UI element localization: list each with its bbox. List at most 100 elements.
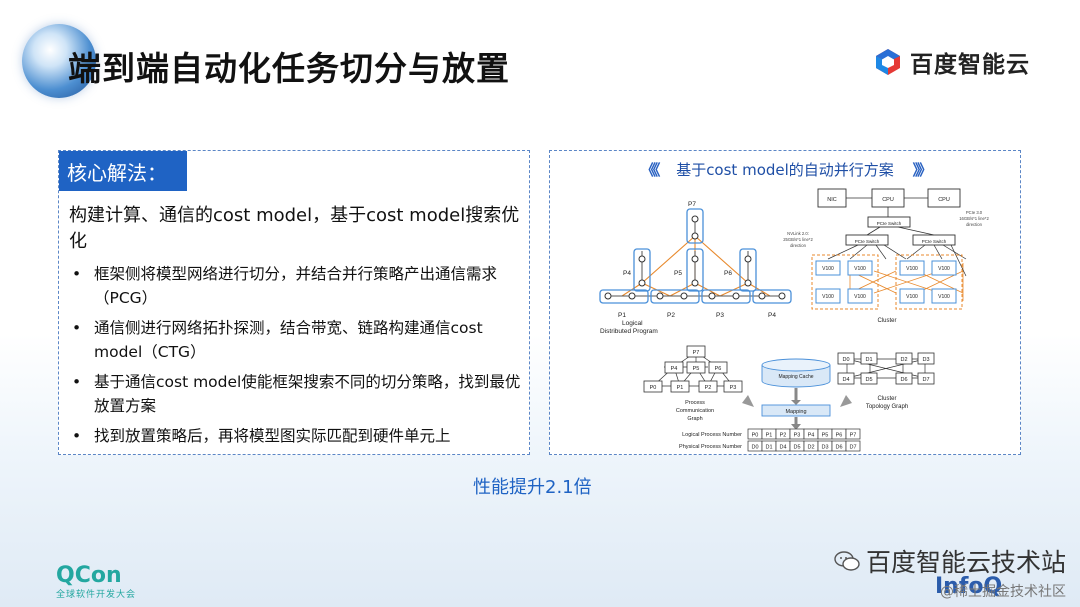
pcie-note-3: direction <box>966 222 982 227</box>
baidu-cloud-logo-icon <box>876 49 900 75</box>
pcg-p0: P0 <box>650 385 657 391</box>
pcg-p4: P4 <box>671 366 678 372</box>
v100-3: V100 <box>822 294 834 300</box>
ctg-d1: D1 <box>865 357 872 363</box>
auto-parallel-panel: 《《 基于cost model的自动并行方案 》》 <box>549 150 1021 455</box>
ctg-d5: D5 <box>865 377 872 383</box>
list-item: 框架侧将模型网络进行切分，并结合并行策略产出通信需求（PCG） <box>69 262 524 310</box>
list-item: 基于通信cost model使能框架搜索不同的切分策略，找到最优放置方案 <box>69 370 524 418</box>
table-cell: P2 <box>780 433 787 439</box>
diagram-title: 基于cost model的自动并行方案 <box>676 161 894 179</box>
logical-process-number-label: Logical Process Number <box>682 432 742 438</box>
mapping-cache-icon <box>761 358 831 388</box>
list-item: 找到放置策略后，再将模型图实际匹配到硬件单元上 <box>69 424 524 448</box>
table-cell: D2 <box>807 445 814 451</box>
ctg-d3: D3 <box>922 357 929 363</box>
pcg-label-1: Process <box>685 400 705 406</box>
brand: 百度智能云 <box>874 45 1030 79</box>
v100-2: V100 <box>854 266 866 272</box>
v100-8: V100 <box>938 294 950 300</box>
pcg-p1: P1 <box>677 385 684 391</box>
table-cell-box <box>845 428 861 440</box>
bottom-p1: P1 <box>618 312 626 319</box>
v100-7: V100 <box>906 294 918 300</box>
table-cell: D1 <box>765 445 772 451</box>
ctg-label-1: Cluster <box>877 396 896 402</box>
table-cell: D4 <box>779 445 786 451</box>
bottom-p4: P4 <box>768 312 776 319</box>
nvlink-note-1: NVLink 2.0: <box>787 231 809 236</box>
table-cell: D6 <box>835 445 842 451</box>
chevron-right-icon: 》》 <box>912 161 932 179</box>
bottom-p3: P3 <box>716 312 724 319</box>
cluster-label: Cluster <box>877 318 896 324</box>
core-solution-panel: 核心解法： 构建计算、通信的cost model，基于cost model搜索优… <box>58 150 530 455</box>
table-cell: P5 <box>822 433 829 439</box>
table-cell: P1 <box>766 433 773 439</box>
p4-label: P4 <box>623 270 631 277</box>
mapping-label: Mapping <box>785 409 806 415</box>
pcg-p6: P6 <box>715 366 722 372</box>
bottom-p2: P2 <box>667 312 675 319</box>
mapping-cache-label: Mapping Cache <box>778 374 813 380</box>
ctg-label-2: Topology Graph <box>866 404 908 410</box>
v100-6: V100 <box>938 266 950 272</box>
physical-process-number-label: Physical Process Number <box>679 444 742 450</box>
lead-text: 构建计算、通信的cost model，基于cost model搜索优化 <box>69 205 520 252</box>
watermark: 百度智能云技术站 @稀土掘金技术社区 <box>834 543 1066 601</box>
nvlink-note-3: direction <box>790 243 806 248</box>
watermark-sub-text: @稀土掘金技术社区 <box>940 584 1066 600</box>
wechat-icon <box>834 551 860 571</box>
v100-1: V100 <box>822 266 834 272</box>
pcie-switch-right: PCIe Switch <box>922 239 947 244</box>
brand-name: 百度智能云 <box>910 52 1030 78</box>
panel-heading: 核心解法： <box>59 151 187 191</box>
nic-label: NIC <box>827 197 837 203</box>
table-cell: P3 <box>794 433 801 439</box>
performance-note: 性能提升2.1倍 <box>473 477 592 498</box>
p7-label: P7 <box>688 201 696 208</box>
pcie-note-2: 16GB/s*1 line*2 <box>959 216 989 221</box>
table-cell: P0 <box>752 433 759 439</box>
table-cell: P4 <box>808 433 815 439</box>
pcie-switch-left: PCIe Switch <box>855 239 880 244</box>
cpu-label-2: CPU <box>938 197 950 203</box>
table-cell: D3 <box>821 445 828 451</box>
pcg-label-3: Graph <box>687 416 702 422</box>
nvlink-note-2: 25GB/s*1 line*2 <box>783 237 813 242</box>
pcie-note-1: PCIe 3.0 <box>966 210 983 215</box>
v100-4: V100 <box>854 294 866 300</box>
table-cell: D7 <box>849 445 856 451</box>
pcg-p2: P2 <box>705 385 712 391</box>
p5-label: P5 <box>674 270 682 277</box>
pcie-switch-top: PCIe Switch <box>877 221 902 226</box>
globe-decoration <box>22 24 96 98</box>
qcon-logo: QCon 全球软件开发大会 <box>56 563 137 601</box>
table-cell: D5 <box>793 445 800 451</box>
infoq-logo: InfoQ <box>935 574 1003 599</box>
ctg-d6: D6 <box>900 377 907 383</box>
table-cell: D0 <box>751 445 758 451</box>
ctg-d7: D7 <box>922 377 929 383</box>
v100-5: V100 <box>906 266 918 272</box>
qcon-wordmark: QCon <box>56 563 122 588</box>
qcon-subtitle: 全球软件开发大会 <box>56 590 137 600</box>
table-cell: P7 <box>850 433 857 439</box>
ctg-d4: D4 <box>842 377 849 383</box>
pcg-label-2: Communication <box>676 408 714 414</box>
pcg-p5: P5 <box>693 366 700 372</box>
table-cell: P6 <box>836 433 843 439</box>
table-cell-box <box>845 440 861 452</box>
pcg-p7: P7 <box>693 350 700 356</box>
list-item: 通信侧进行网络拓扑探测，结合带宽、链路构建通信cost model（CTG） <box>69 316 524 364</box>
p6-label: P6 <box>724 270 732 277</box>
slide-title: 端到端自动化任务切分与放置 <box>68 49 510 88</box>
watermark-main-text: 百度智能云技术站 <box>865 548 1066 577</box>
logical-program-label-1: Logical <box>622 320 643 327</box>
bullet-list: 框架侧将模型网络进行切分，并结合并行策略产出通信需求（PCG） 通信侧进行网络拓… <box>69 262 524 454</box>
logical-program-label-2: Distributed Program <box>600 328 658 335</box>
pcg-p3: P3 <box>730 385 737 391</box>
ctg-d0: D0 <box>842 357 849 363</box>
auto-parallel-diagram: P7 P4 P5 P6 P1 P2 P3 P4 Logical Distribu… <box>599 188 989 452</box>
